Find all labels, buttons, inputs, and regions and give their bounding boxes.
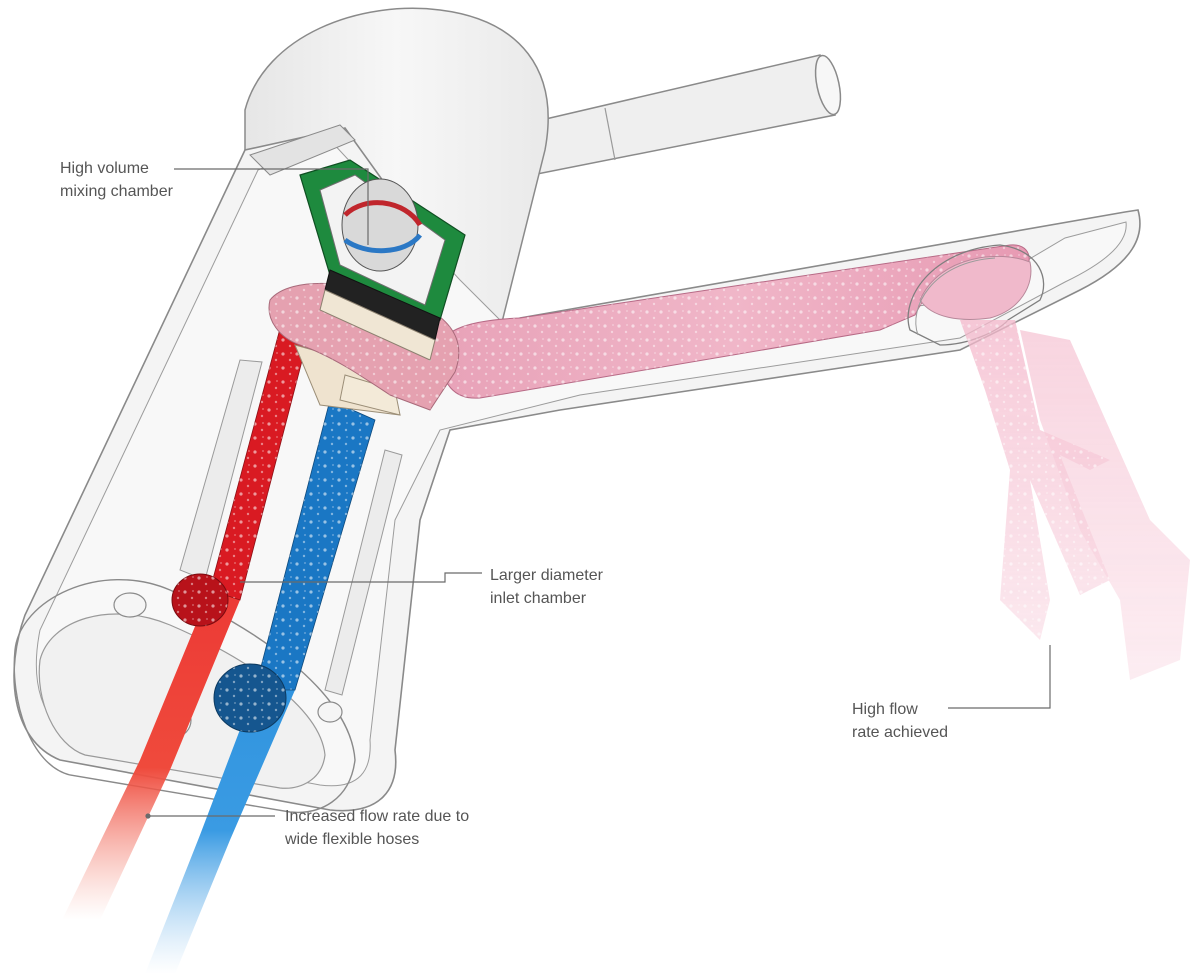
lever-handle xyxy=(520,53,845,175)
outflow-stream xyxy=(960,320,1190,680)
label-mixing-line1: High volume xyxy=(60,157,173,180)
label-hoses-line1: Increased flow rate due to xyxy=(285,805,469,828)
leader-flow xyxy=(948,645,1050,708)
label-hoses-line2: wide flexible hoses xyxy=(285,828,469,851)
label-flow-line1: High flow xyxy=(852,698,948,721)
leader-hoses-dot xyxy=(146,814,150,818)
label-inlet-line1: Larger diameter xyxy=(490,564,603,587)
label-high-flow: High flow rate achieved xyxy=(852,698,948,744)
label-mixing-chamber: High volume mixing chamber xyxy=(60,157,173,203)
label-flexible-hoses: Increased flow rate due to wide flexible… xyxy=(285,805,469,851)
label-flow-line2: rate achieved xyxy=(852,721,948,744)
label-inlet-line2: inlet chamber xyxy=(490,587,603,610)
label-mixing-line2: mixing chamber xyxy=(60,180,173,203)
label-inlet-chamber: Larger diameter inlet chamber xyxy=(490,564,603,610)
